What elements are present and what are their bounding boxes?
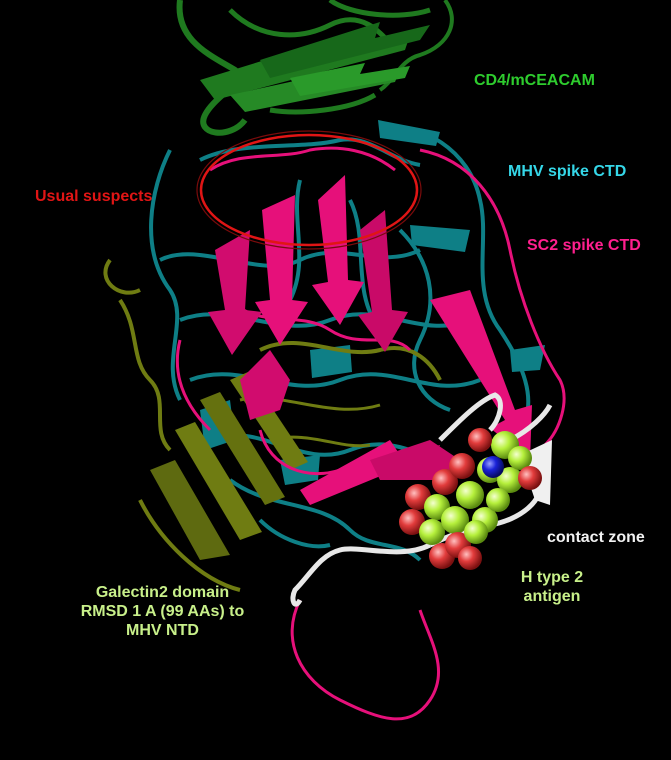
receptor-label: CD4/mCEACAM	[474, 72, 595, 89]
galectin2-domain	[103, 258, 442, 592]
mhv-spike-ctd-label: MHV spike CTD	[508, 163, 627, 180]
sc2-spike-ctd-label: SC2 spike CTD	[527, 237, 641, 254]
galectin-label-line-2: RMSD 1 A (99 AAs) to	[80, 603, 245, 620]
antigen-label-line-2: antigen	[523, 588, 581, 605]
galectin-label-line-1: Galectin2 domain	[95, 584, 230, 601]
h-type-2-antigen	[399, 428, 542, 570]
galectin-label-line-3: MHV NTD	[126, 622, 199, 639]
usual-suspects-label: Usual suspects	[35, 188, 153, 205]
galectin-label: Galectin2 domain RMSD 1 A (99 AAs) to MH…	[60, 583, 265, 640]
antigen-label-line-1: H type 2	[520, 569, 584, 586]
contact-zone-label: contact zone	[547, 529, 645, 546]
receptor-cd4-mceacam	[176, 0, 454, 136]
sc2-spike-ctd	[175, 146, 566, 721]
antigen-label: H type 2 antigen	[510, 568, 594, 606]
usual-suspects-ring	[199, 133, 419, 247]
